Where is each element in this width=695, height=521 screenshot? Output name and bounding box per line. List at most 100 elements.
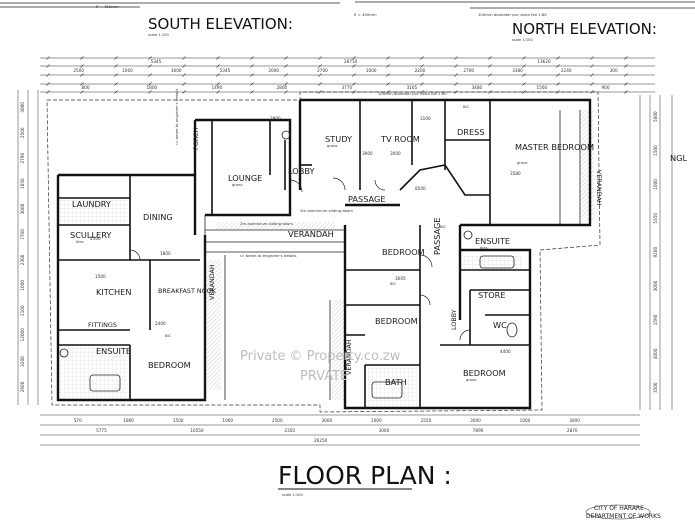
dimension-tick [386,64,390,68]
dimension-tick [46,90,50,94]
dimension-value: 7890 [473,428,484,433]
dimension-value: 3000 [20,203,25,214]
dimension-tick [318,73,322,77]
north-elevation-scale: scale 1:100 [512,38,533,42]
dimension-tick [488,73,492,77]
dimension-value: 3000 [322,418,333,423]
dimension-tick [454,56,458,60]
dimension-value: 2300 [20,254,25,265]
dimension-tick [114,73,118,77]
dimension-tick [352,64,356,68]
dimension-tick [284,82,288,86]
dimension-tick [284,90,288,94]
dimension-value: 2100 [20,305,25,316]
room-label-lounge: LOUNGE [228,173,262,183]
dimension-value: 3000 [653,280,658,291]
top-note-right: 100mm diameter pvc drain fall 1:60 [478,12,547,17]
label-bic-4: BIC [165,334,172,338]
elevation-remnant-lines [0,1,695,9]
room-dimension-value: 3005 [395,276,406,281]
note-verandah: 100mm diameter pvc drain fall 1:60 [378,91,447,96]
label-finish-6: grano [466,378,476,382]
room-label-laundry: LAUNDRY [72,199,112,209]
room-dimension-value: 8500 [415,186,426,191]
dimension-tick [148,82,152,86]
room-dimension-value: 2500 [90,236,101,241]
dimension-value: 2500 [73,68,84,73]
dimension-tick [318,64,322,68]
dimension-tick [182,73,186,77]
dimension-value: 2800 [277,85,288,90]
dimension-tick [420,64,424,68]
room-label-store: STORE [478,290,506,300]
dimension-tick [46,82,50,86]
top-note-mid: fl = 450mm [354,12,377,17]
room-labels: PORCH LOUNGE LOBBY STUDY TV ROOM DRESS M… [70,127,687,387]
dimension-tick [250,56,254,60]
dimension-value: 9200 [653,247,658,258]
south-elevation-title: SOUTH ELEVATION: [148,15,293,33]
dimension-tick [318,90,322,94]
dimension-value: 3000 [171,68,182,73]
dimension-tick [114,64,118,68]
dimension-tick [114,82,118,86]
room-label-lobby-top: LOBBY [288,166,315,176]
side-dimension-lines [17,90,673,410]
note-sliding-door-2: 2m aluminium sliding doors [300,208,353,213]
dimension-tick [522,82,526,86]
dimension-value: 3380 [512,68,523,73]
dimension-tick [148,56,152,60]
room-label-bedroom-lower: BEDROOM [375,316,418,326]
room-label-bedroom-right: BEDROOM [463,368,506,378]
dimension-value: 3200 [20,356,25,367]
north-elevation-title: NORTH ELEVATION: [512,20,657,38]
note-beam-2: r.c beam to engineer's details [174,89,179,145]
dimension-value: 2000 [371,418,382,423]
dimension-tick [80,82,84,86]
dimension-value: 10550 [190,428,204,433]
dimension-value: 3000 [379,428,390,433]
dimension-tick [148,73,152,77]
tiled-areas [60,200,522,405]
dimension-value: 1500 [653,145,658,156]
room-dimension-value: 1500 [95,274,106,279]
dimension-tick [488,82,492,86]
room-dimension-value: 3000 [390,151,401,156]
dimension-tick [522,64,526,68]
room-dimension-value: 2800 [270,116,281,121]
room-dimension-value: 3580 [510,171,521,176]
room-label-tv-room: TV ROOM [380,134,420,144]
dimension-value: 2500 [272,418,283,423]
dimension-value: 2200 [415,68,426,73]
dimension-value: 26250 [314,438,328,443]
south-elevation-scale: scale 1:100 [148,33,169,37]
dimension-value: 2790 [20,153,25,164]
dimension-tick [420,73,424,77]
approval-stamp: CITY OF HARARE DEPARTMENT OF WORKS [585,504,661,520]
dimension-tick [284,73,288,77]
dimension-tick [590,64,594,68]
dimension-value: 1000 [122,68,133,73]
room-dimension-value: 4400 [500,349,511,354]
dimension-tick [590,73,594,77]
room-dimension-value: 3100 [420,116,431,121]
room-label-verandah-right: VERANDAH [595,170,603,206]
door-swings [129,177,471,341]
floor-plan-title: FLOOR PLAN : [278,461,452,490]
label-bic-1: BIC [463,105,470,109]
top-dimension-ticks [46,56,628,94]
dimension-tick [80,90,84,94]
room-label-bedroom-left: BEDROOM [148,360,191,370]
dimension-tick [284,64,288,68]
room-label-verandah-lower: VERANDAH [345,339,353,375]
dimension-tick [420,56,424,60]
dimension-value: 1000 [520,418,531,423]
dimension-value: 2500 [20,127,25,138]
bottom-dimension-lines [40,414,640,446]
label-bic-2: BIC [440,225,447,229]
dimension-tick [250,64,254,68]
dimension-value: 3770 [342,85,353,90]
